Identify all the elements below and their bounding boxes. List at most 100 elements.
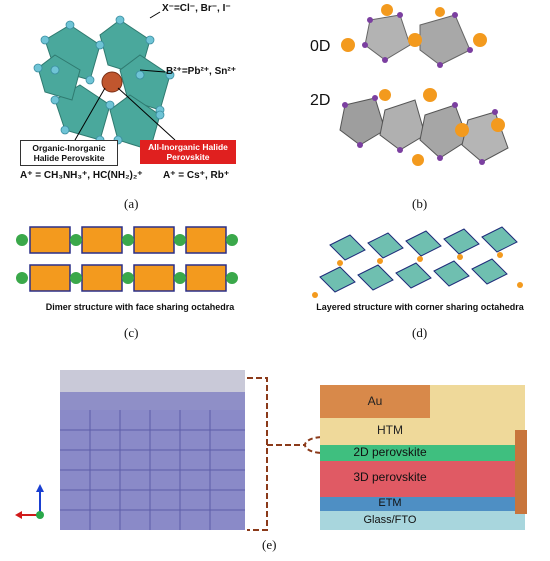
dimer-row-bottom: [16, 264, 238, 292]
dimer-structure-text: Dimer structure with face sharing octahe…: [45, 302, 235, 312]
halide-atom: [372, 95, 378, 101]
dimer-unit: [81, 226, 123, 254]
halide-atom: [115, 15, 125, 25]
halide-atom: [33, 63, 43, 73]
halide-atom: [342, 102, 348, 108]
cation-atom: [16, 272, 28, 284]
cation-atom: [70, 272, 82, 284]
halide-atom: [40, 35, 50, 45]
label-2d: 2D: [310, 92, 331, 109]
halide-atom: [95, 40, 105, 50]
htm-label: HTM: [377, 423, 403, 437]
caption-c: (c): [124, 325, 139, 340]
caption-e: (e): [262, 537, 277, 552]
panel-b: 0D 2D: [290, 0, 550, 215]
octahedra-layer-top: [329, 226, 518, 261]
octahedron: [405, 230, 442, 257]
z-axis-arrow: [36, 484, 44, 492]
dimer-unit: [185, 264, 227, 292]
dimer-unit: [185, 226, 227, 254]
layer-2d-perovskite: [320, 445, 525, 461]
cation-atom: [455, 123, 469, 137]
panel-c: Dimer structure with face sharing octahe…: [0, 215, 275, 350]
perovskite-structure-figure: [33, 11, 176, 155]
halide-atom: [452, 102, 458, 108]
caption-a: (a): [124, 196, 139, 211]
au-label: Au: [367, 394, 383, 408]
halide-atom: [155, 110, 165, 120]
dimer-unit: [81, 264, 123, 292]
octahedron: [481, 226, 518, 253]
dimer-unit: [133, 264, 175, 292]
halide-atom: [479, 159, 485, 165]
cation-atom: [417, 256, 423, 262]
device-stack: Au HTM 2D perovskite 3D perovskite ETM G…: [320, 385, 530, 530]
crystal-stack-figure: [15, 370, 268, 531]
octahedron: [364, 14, 411, 61]
layered-structure-figure: [312, 226, 523, 298]
halide-atom: [135, 70, 145, 80]
cation-atom: [473, 33, 487, 47]
cation-atom: [337, 260, 343, 266]
halide-atom: [357, 142, 363, 148]
dimensional-structures-figure: [339, 4, 509, 166]
cation-atom: [412, 154, 424, 166]
halide-atom: [50, 95, 60, 105]
cation-atom: [379, 89, 391, 101]
cation-atom: [423, 88, 437, 102]
octahedron: [357, 264, 394, 291]
panel-a: X⁻=Cl⁻, Br⁻, I⁻ B²⁺=Pb²⁺, Sn²⁺ Organic-I…: [0, 0, 275, 215]
cation-atom: [122, 272, 134, 284]
cation-atom: [497, 252, 503, 258]
layer-etm: [320, 497, 525, 511]
panel-e: Au HTM 2D perovskite 3D perovskite ETM G…: [0, 355, 550, 561]
y-axis-dot: [36, 511, 44, 519]
halide-atom: [397, 12, 403, 18]
cation-atom: [457, 254, 463, 260]
halide-atom: [382, 57, 388, 63]
a-cation-atom: [101, 71, 123, 93]
cation-atom: [312, 292, 318, 298]
b-site-label: B²⁺=Pb²⁺, Sn²⁺: [166, 66, 236, 77]
layer-3d-perovskite: [320, 461, 525, 497]
organic-inorganic-box: Organic-Inorganic Halide Perovskite: [20, 140, 118, 166]
cation-atom: [122, 234, 134, 246]
halide-atom: [437, 155, 443, 161]
halide-atom: [452, 12, 458, 18]
halide-atom: [492, 109, 498, 115]
halide-atoms: [33, 15, 175, 155]
cation-atom: [377, 258, 383, 264]
halide-atom: [467, 47, 473, 53]
halide-atom: [50, 65, 60, 75]
halide-atom: [105, 100, 115, 110]
etm-label: ETM: [378, 497, 402, 509]
octahedra-layer: [60, 392, 245, 410]
pointer-line: [74, 87, 106, 141]
halide-atom: [60, 125, 70, 135]
halide-atom: [85, 75, 95, 85]
octahedron: [419, 104, 469, 159]
dimer-unit: [29, 226, 71, 254]
cation-atom: [226, 272, 238, 284]
label-0d: 0D: [310, 38, 331, 55]
halide-atom: [362, 42, 368, 48]
lattice-lines: [60, 410, 245, 530]
cation-atom: [174, 272, 186, 284]
cation-atom: [174, 234, 186, 246]
p2d-label: 2D perovskite: [353, 445, 427, 459]
octahedron: [367, 232, 404, 259]
p3d-label: 3D perovskite: [353, 470, 427, 484]
axes-indicator: [15, 484, 44, 519]
a-inorganic-label: A⁺ = Cs⁺, Rb⁺: [163, 170, 230, 181]
dimer-unit: [29, 264, 71, 292]
halide-atom: [367, 17, 373, 23]
pointer-line: [139, 69, 166, 73]
halide-atom: [165, 70, 175, 80]
bracket: [247, 377, 268, 531]
all-inorganic-box: All-Inorganic Halide Perovskite: [140, 140, 236, 164]
octahedron: [433, 260, 470, 287]
cation-atom: [491, 118, 505, 132]
halide-atom: [397, 147, 403, 153]
pointer-line: [149, 11, 161, 19]
cation-atom: [226, 234, 238, 246]
